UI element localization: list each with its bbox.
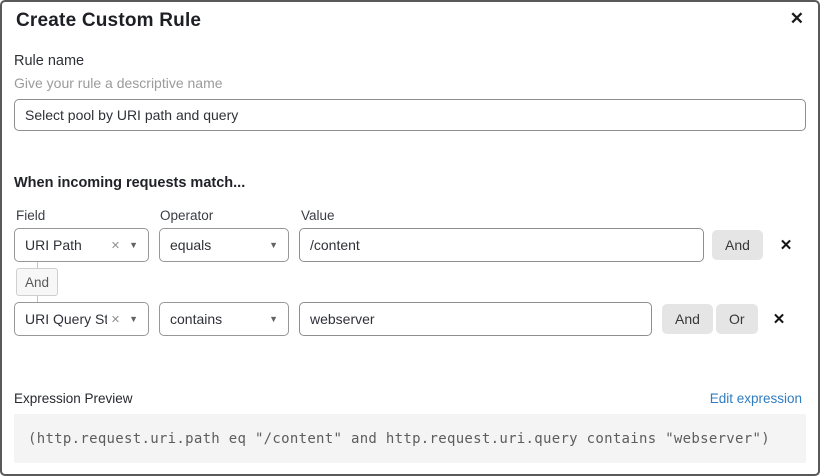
operator-dropdown-row2-value: contains xyxy=(170,311,223,327)
connector-line-bottom xyxy=(37,296,38,302)
column-label-operator: Operator xyxy=(160,208,214,223)
chevron-down-icon: ▼ xyxy=(269,314,278,324)
expression-code: (http.request.uri.path eq "/content" and… xyxy=(28,430,770,447)
column-label-field: Field xyxy=(16,208,46,223)
expression-preview-box: (http.request.uri.path eq "/content" and… xyxy=(14,414,806,463)
rule-name-helper: Give your rule a descriptive name xyxy=(14,75,223,91)
clear-field-icon[interactable]: ✕ xyxy=(110,239,121,252)
clear-field-icon[interactable]: ✕ xyxy=(110,313,121,326)
chevron-down-icon: ▼ xyxy=(269,240,278,250)
field-dropdown-row1[interactable]: URI Path ✕ ▼ xyxy=(14,228,149,262)
value-input-row2[interactable] xyxy=(299,302,652,336)
field-dropdown-row2-value: URI Query St... xyxy=(25,311,107,327)
remove-row2-icon[interactable]: ✕ xyxy=(772,311,786,328)
chevron-down-icon: ▼ xyxy=(129,314,138,324)
match-heading: When incoming requests match... xyxy=(14,175,246,191)
connector-line-top xyxy=(37,262,38,268)
field-dropdown-row1-value: URI Path xyxy=(25,237,82,253)
page-title: Create Custom Rule xyxy=(16,10,202,31)
field-dropdown-row2[interactable]: URI Query St... ✕ ▼ xyxy=(14,302,149,336)
edit-expression-link[interactable]: Edit expression xyxy=(709,391,802,406)
close-icon[interactable]: ✕ xyxy=(789,9,804,28)
column-label-value: Value xyxy=(301,208,335,223)
remove-row1-icon[interactable]: ✕ xyxy=(779,237,793,254)
value-input-row1[interactable] xyxy=(299,228,704,262)
expression-preview-label: Expression Preview xyxy=(14,391,133,406)
or-button-row2[interactable]: Or xyxy=(716,304,758,334)
operator-dropdown-row1-value: equals xyxy=(170,237,212,253)
rule-name-input[interactable] xyxy=(14,99,806,131)
and-button-row2[interactable]: And xyxy=(662,304,713,334)
chevron-down-icon: ▼ xyxy=(129,240,138,250)
operator-dropdown-row2[interactable]: contains ▼ xyxy=(159,302,289,336)
connector-and-badge: And xyxy=(16,268,58,296)
and-button-row1[interactable]: And xyxy=(712,230,763,260)
rule-name-label: Rule name xyxy=(14,53,85,69)
operator-dropdown-row1[interactable]: equals ▼ xyxy=(159,228,289,262)
